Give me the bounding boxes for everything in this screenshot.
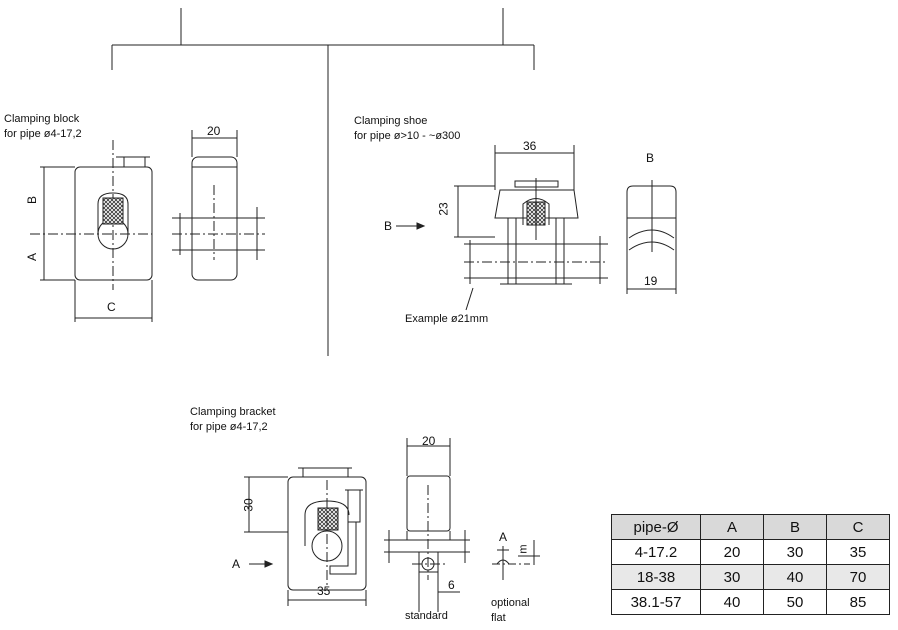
optional-flat-detail xyxy=(492,540,540,580)
table-cell: 50 xyxy=(763,589,827,615)
block-dimension-B: B xyxy=(25,195,40,205)
bracket-arrow-A-label: A xyxy=(232,557,241,571)
table-cell: 4-17.2 xyxy=(611,539,701,565)
bracket-offset-dimension: 6 xyxy=(448,578,455,592)
table-cell: 35 xyxy=(826,539,890,565)
bracket-caption-sub: for pipe ø4-17,2 xyxy=(190,421,268,433)
block-caption-sub: for pipe ø4-17,2 xyxy=(4,128,82,140)
block-dimension-C: C xyxy=(107,300,116,314)
clamping-block-side xyxy=(172,130,265,281)
table-row: 38.1-57 40 50 85 xyxy=(611,589,890,615)
block-width-dimension: 20 xyxy=(207,124,221,138)
shoe-caption-title: Clamping shoe xyxy=(354,115,428,127)
flat-view-A-label: A xyxy=(499,530,508,544)
table-cell: 70 xyxy=(826,564,890,590)
block-dimension-A: A xyxy=(25,252,40,262)
table-cell: 20 xyxy=(700,539,764,565)
standard-caption: standard xyxy=(405,610,448,622)
clamping-bracket-front xyxy=(244,467,367,606)
table-cell: 18-38 xyxy=(611,564,701,590)
table-cell: 40 xyxy=(763,564,827,590)
block-caption-title: Clamping block xyxy=(4,113,80,125)
bracket-height-dimension: 30 xyxy=(241,498,256,512)
flat-caption: flat xyxy=(491,612,506,624)
table-header-cell: pipe-Ø xyxy=(611,514,701,540)
shoe-depth-dimension: 19 xyxy=(644,274,658,288)
table-header-cell: B xyxy=(763,514,827,540)
clamping-shoe-side xyxy=(626,180,677,294)
table-header-cell: C xyxy=(826,514,890,540)
bracket-caption-title: Clamping bracket xyxy=(190,406,276,418)
table-header-row: pipe-Ø A B C xyxy=(611,514,890,540)
clamping-shoe-front xyxy=(396,145,608,311)
tree-lines xyxy=(111,8,535,356)
dimension-table: pipe-Ø A B C 4-17.2 20 30 35 18-38 30 40… xyxy=(611,514,890,615)
table-cell: 38.1-57 xyxy=(611,589,701,615)
table-cell: 30 xyxy=(763,539,827,565)
table-row: 18-38 30 40 70 xyxy=(611,564,890,590)
example-caption: Example ø21mm xyxy=(405,313,489,325)
optional-caption: optional xyxy=(491,597,530,609)
shoe-view-B-label: B xyxy=(646,151,655,165)
shoe-caption-sub: for pipe ø>10 - ~ø300 xyxy=(354,130,461,142)
bracket-depth-dimension: 20 xyxy=(422,434,436,448)
table-cell: 40 xyxy=(700,589,764,615)
table-cell: 30 xyxy=(700,564,764,590)
table-row: 4-17.2 20 30 35 xyxy=(611,539,890,565)
bracket-width-dimension: 35 xyxy=(317,584,331,598)
table-cell: 85 xyxy=(826,589,890,615)
shoe-width-dimension: 36 xyxy=(523,139,537,153)
clamping-block-front xyxy=(30,140,153,322)
shoe-arrow-B-label: B xyxy=(384,219,393,233)
table-header-cell: A xyxy=(700,514,764,540)
shoe-height-dimension: 23 xyxy=(436,202,451,216)
flat-m-dimension: m xyxy=(517,544,530,554)
clamping-bracket-side xyxy=(384,438,470,612)
